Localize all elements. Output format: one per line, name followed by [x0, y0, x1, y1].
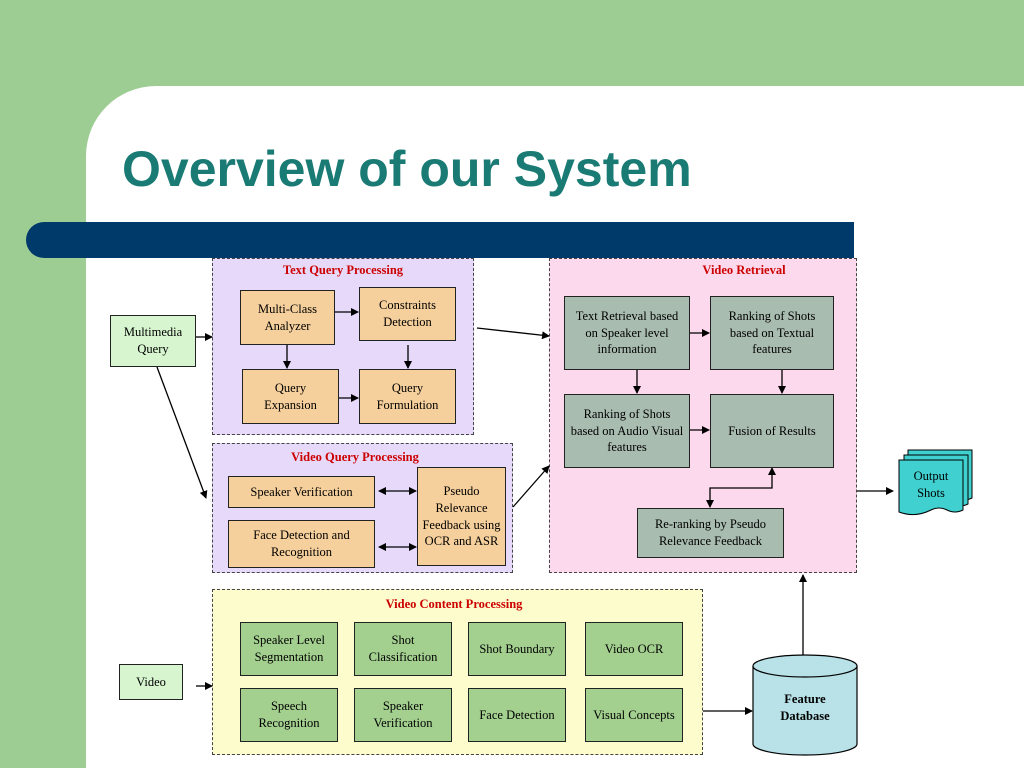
- multimedia-query-node: Multimedia Query: [110, 315, 196, 367]
- slide-title: Overview of our System: [122, 141, 692, 197]
- ranking-textual-node: Ranking of Shots based on Textual featur…: [710, 296, 834, 370]
- face-detection-recognition-node: Face Detection and Recognition: [228, 520, 375, 568]
- video-ocr-node: Video OCR: [585, 622, 683, 676]
- title-divider-bar: [26, 222, 854, 258]
- text-query-processing-title: Text Query Processing: [282, 263, 404, 277]
- visual-concepts-node: Visual Concepts: [585, 688, 683, 742]
- constraints-detection-node: Constraints Detection: [359, 287, 456, 341]
- query-formulation-node: Query Formulation: [359, 369, 456, 424]
- ranking-audio-visual-node: Ranking of Shots based on Audio Visual f…: [564, 394, 690, 468]
- arrow-fusion-reranking: [706, 467, 776, 508]
- output-shots-icon: [898, 449, 973, 516]
- face-detection-node: Face Detection: [468, 688, 566, 742]
- feature-database-cylinder-icon: [752, 654, 858, 756]
- output-shots-label: Output Shots: [913, 469, 949, 500]
- arrow-pseudo-to-retrieval: [512, 465, 550, 508]
- video-query-processing-title: Video Query Processing: [291, 450, 419, 464]
- speaker-verification-content-node: Speaker Verification: [354, 688, 452, 742]
- arrow-query-to-video-query: [156, 366, 208, 499]
- text-retrieval-node: Text Retrieval based on Speaker level in…: [564, 296, 690, 370]
- reranking-node: Re-ranking by Pseudo Relevance Feedback: [637, 508, 784, 558]
- video-retrieval-title: Video Retrieval: [702, 263, 786, 277]
- shot-boundary-node: Shot Boundary: [468, 622, 566, 676]
- pseudo-relevance-feedback-node: Pseudo Relevance Feedback using OCR and …: [417, 467, 506, 566]
- speaker-level-segmentation-node: Speaker Level Segmentation: [240, 622, 338, 676]
- speech-recognition-node: Speech Recognition: [240, 688, 338, 742]
- query-expansion-node: Query Expansion: [242, 369, 339, 424]
- shot-classification-node: Shot Classification: [354, 622, 452, 676]
- arrow-text-region-to-retrieval: [476, 327, 550, 340]
- video-content-processing-title: Video Content Processing: [385, 597, 523, 611]
- fusion-of-results-node: Fusion of Results: [710, 394, 834, 468]
- speaker-verification-query-node: Speaker Verification: [228, 476, 375, 508]
- feature-database-label: Feature Database: [780, 692, 830, 723]
- multi-class-analyzer-node: Multi-Class Analyzer: [240, 290, 335, 345]
- video-input-node: Video: [119, 664, 183, 700]
